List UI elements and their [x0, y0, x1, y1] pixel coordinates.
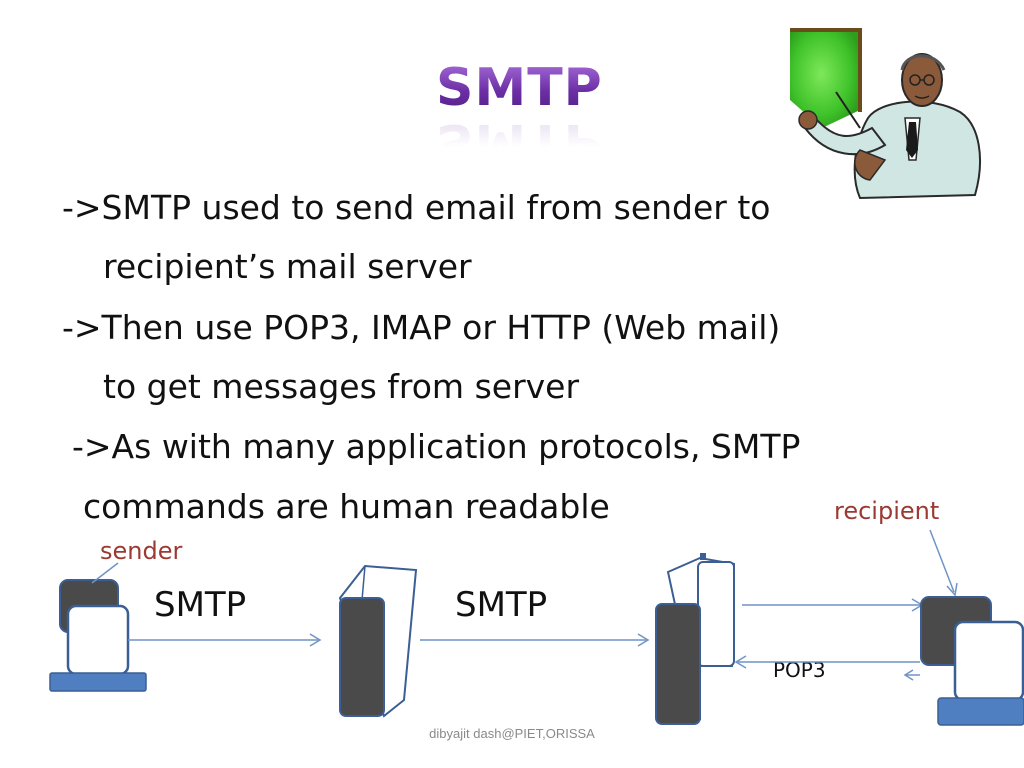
- sender-computer-icon: [49, 579, 147, 692]
- recipient-label: recipient: [834, 497, 940, 525]
- recipient-pointer-arrow: [929, 529, 955, 593]
- bullet-2-line-2: to get messages from server: [103, 367, 580, 406]
- slide-title: SMTP: [436, 58, 603, 118]
- bullet-3-line-1: ->As with many application protocols, SM…: [72, 427, 801, 466]
- bullet-2-line-1: ->Then use POP3, IMAP or HTTP (Web mail): [62, 308, 781, 347]
- bullet-1-line-1: ->SMTP used to send email from sender to: [62, 188, 771, 227]
- smtp-label-2: SMTP: [455, 585, 548, 625]
- sender-pointer-arrow: [91, 562, 119, 584]
- recipient-computer-icon: [920, 596, 1024, 726]
- smtp-label-1: SMTP: [154, 585, 247, 625]
- slide-footer: dibyajit dash@PIET,ORISSA: [429, 726, 595, 741]
- recipient-mail-server-icon: [655, 553, 736, 725]
- bullet-1-line-2: recipient’s mail server: [103, 247, 472, 286]
- sender-mail-server-icon: [338, 564, 418, 718]
- sender-label: sender: [100, 537, 183, 565]
- slide-title-wrap: SMTP SMTP: [436, 62, 603, 172]
- bullet-3-line-2: commands are human readable: [83, 487, 610, 526]
